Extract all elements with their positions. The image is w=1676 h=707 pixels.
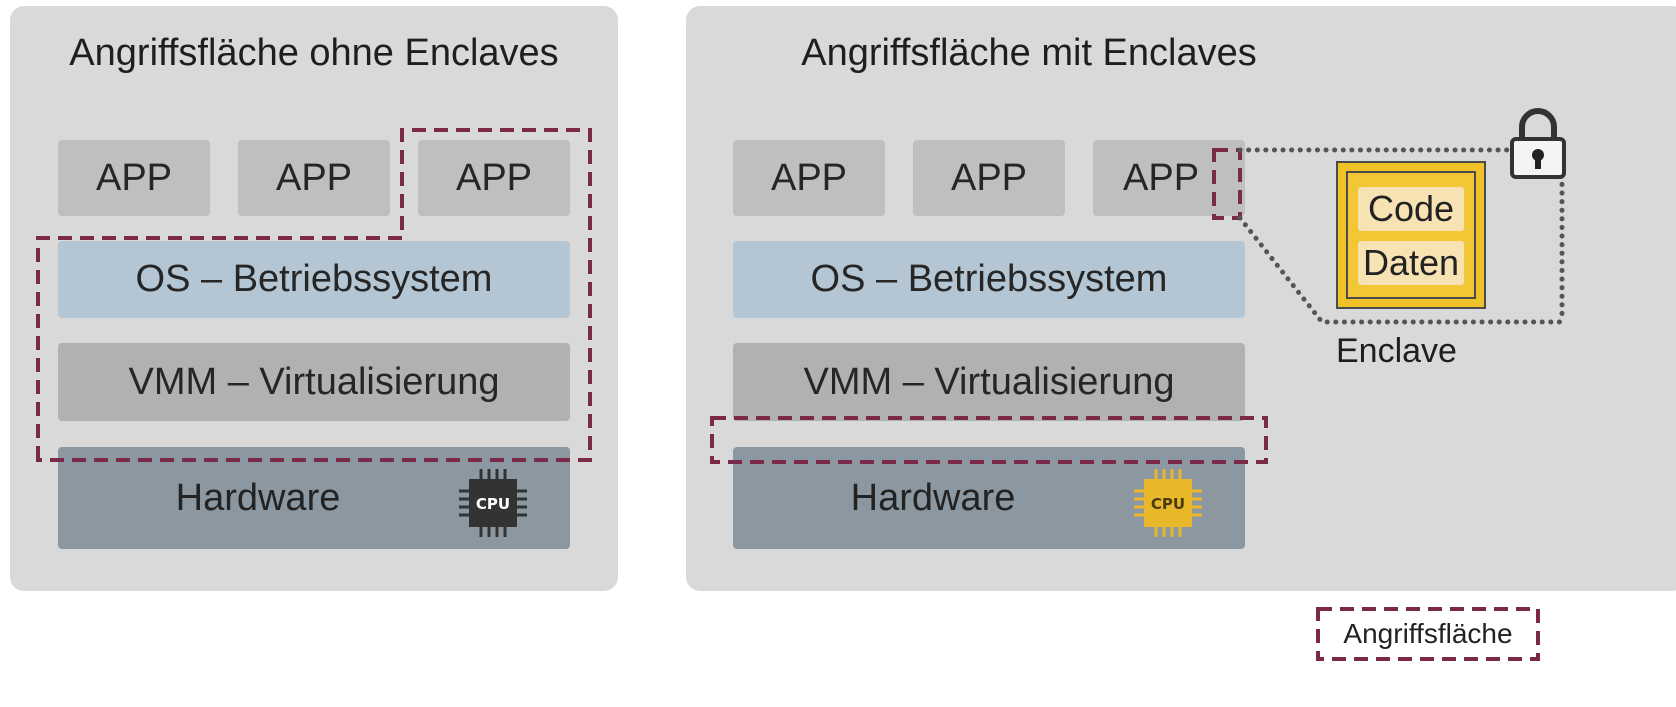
os-layer: OS – Betriebssystem xyxy=(58,241,570,318)
vmm-layer: VMM – Virtualisierung xyxy=(733,343,1245,421)
padlock-icon xyxy=(1510,108,1566,179)
legend-dash-frame xyxy=(1316,607,1540,661)
cpu-chip-icon: CPU xyxy=(1134,469,1202,537)
app-box-3: APP xyxy=(1093,140,1245,216)
legend: Angriffsfläche xyxy=(1316,607,1540,661)
app-box-1: APP xyxy=(733,140,885,216)
cpu-label: CPU xyxy=(1151,495,1185,513)
panel-title: Angriffsfläche ohne Enclaves xyxy=(69,32,559,74)
enclave-inner: Code Daten xyxy=(1346,171,1476,299)
attack-surface-outline-left xyxy=(36,128,592,462)
cpu-chip-icon: CPU xyxy=(459,469,527,537)
enclave-label: Enclave xyxy=(1336,332,1457,370)
enclave-box: Code Daten xyxy=(1336,161,1486,309)
legend-label: Angriffsfläche xyxy=(1343,618,1513,649)
app-box-2: APP xyxy=(238,140,390,216)
panel-title: Angriffsfläche mit Enclaves xyxy=(801,32,1257,74)
app-box-1: APP xyxy=(58,140,210,216)
app-box-2: APP xyxy=(913,140,1065,216)
enclave-data: Daten xyxy=(1358,241,1464,285)
enclave-code: Code xyxy=(1358,187,1464,231)
hardware-label: Hardware xyxy=(175,476,341,519)
hardware-label: Hardware xyxy=(850,476,1016,519)
vmm-layer: VMM – Virtualisierung xyxy=(58,343,570,421)
cpu-label: CPU xyxy=(476,495,510,513)
app-box-3: APP xyxy=(418,140,570,216)
os-layer: OS – Betriebssystem xyxy=(733,241,1245,318)
